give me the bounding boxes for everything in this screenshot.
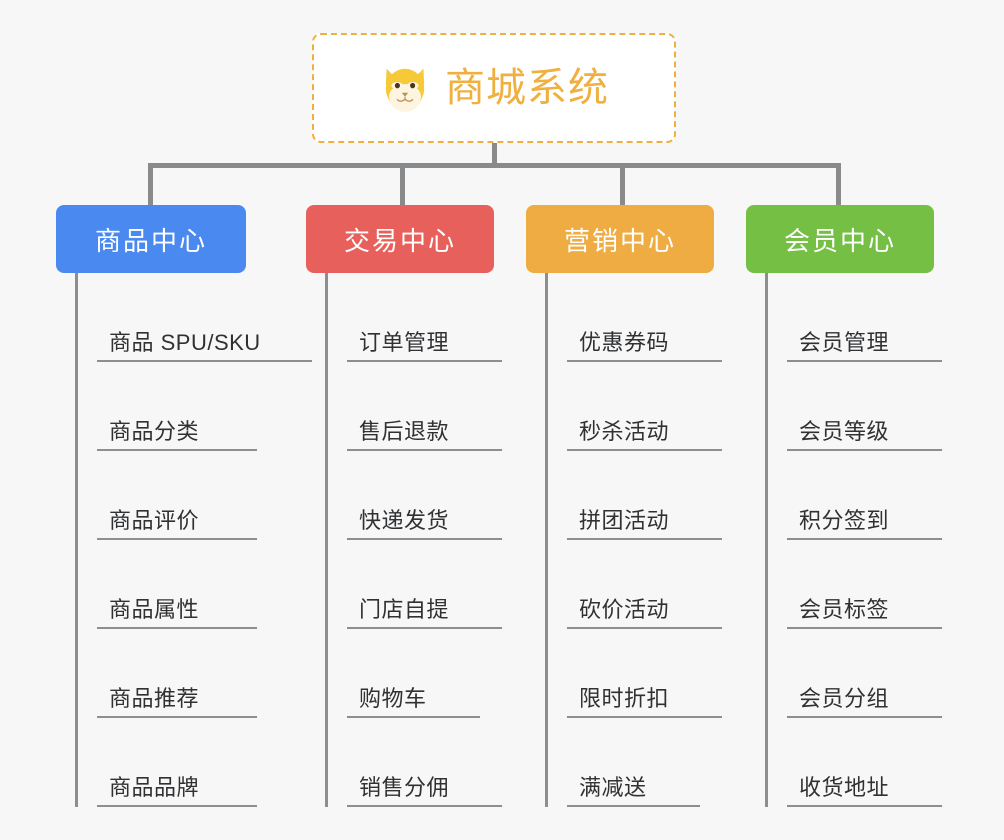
leaf-label: 会员管理	[799, 329, 890, 355]
leaf-item[interactable]: 优惠券码	[567, 273, 786, 362]
leaf-label: 商品推荐	[109, 685, 200, 711]
branch-column-1: 商品中心 商品 SPU/SKU 商品分类 商品评价 商品属性 商品推荐	[56, 205, 356, 807]
leaf-item[interactable]: 售后退款	[347, 362, 566, 451]
leaf-underline	[787, 449, 942, 451]
leaf-item[interactable]: 拼团活动	[567, 451, 786, 540]
leaf-label: 门店自提	[359, 596, 450, 622]
leaf-underline	[97, 627, 257, 629]
leaf-label: 商品 SPU/SKU	[109, 329, 261, 355]
leaf-item[interactable]: 购物车	[347, 629, 566, 718]
connector-drop-1	[148, 163, 153, 207]
leaf-underline	[567, 716, 722, 718]
branch-column-2: 交易中心 订单管理 售后退款 快递发货 门店自提 购物车	[306, 205, 566, 807]
leaf-label: 秒杀活动	[579, 418, 670, 444]
leaf-underline	[567, 360, 722, 362]
leaf-list-4: 会员管理 会员等级 积分签到 会员标签 会员分组 收货地址	[765, 273, 1004, 807]
leaf-label: 快递发货	[359, 507, 450, 533]
category-label-2: 交易中心	[343, 225, 456, 256]
leaf-item[interactable]: 商品评价	[97, 451, 356, 540]
leaf-underline	[787, 805, 942, 807]
leaf-underline	[347, 627, 502, 629]
leaf-underline	[567, 538, 722, 540]
leaf-label: 会员等级	[799, 418, 890, 444]
category-node-2[interactable]: 交易中心	[306, 205, 494, 273]
leaf-underline	[787, 538, 942, 540]
leaf-underline	[347, 360, 502, 362]
leaf-label: 售后退款	[359, 418, 450, 444]
leaf-label: 销售分佣	[359, 774, 450, 800]
leaf-underline	[347, 538, 502, 540]
leaf-item[interactable]: 砍价活动	[567, 540, 786, 629]
leaf-label: 积分签到	[799, 507, 890, 533]
category-node-3[interactable]: 营销中心	[526, 205, 714, 273]
leaf-label: 拼团活动	[579, 507, 670, 533]
leaf-underline	[787, 716, 942, 718]
category-node-4[interactable]: 会员中心	[746, 205, 934, 273]
leaf-label: 优惠券码	[579, 329, 670, 355]
leaf-item[interactable]: 秒杀活动	[567, 362, 786, 451]
leaf-underline	[787, 627, 942, 629]
leaf-label: 限时折扣	[579, 685, 670, 711]
leaf-item[interactable]: 满减送	[567, 718, 786, 807]
leaf-item[interactable]: 商品推荐	[97, 629, 356, 718]
leaf-label: 会员标签	[799, 596, 890, 622]
leaf-underline	[567, 449, 722, 451]
leaf-item[interactable]: 会员分组	[787, 629, 1004, 718]
leaf-list-3: 优惠券码 秒杀活动 拼团活动 砍价活动 限时折扣 满减送	[545, 273, 786, 807]
leaf-item[interactable]: 订单管理	[347, 273, 566, 362]
leaf-label: 收货地址	[799, 774, 890, 800]
leaf-item[interactable]: 收货地址	[787, 718, 1004, 807]
leaf-underline	[347, 449, 502, 451]
leaf-underline	[97, 716, 257, 718]
leaf-item[interactable]: 会员管理	[787, 273, 1004, 362]
connector-root-stem	[492, 143, 497, 165]
leaf-label: 订单管理	[359, 329, 450, 355]
leaf-list-1: 商品 SPU/SKU 商品分类 商品评价 商品属性 商品推荐 商品品牌	[75, 273, 356, 807]
leaf-label: 商品品牌	[109, 774, 200, 800]
connector-drop-2	[400, 163, 405, 207]
leaf-underline	[787, 360, 942, 362]
leaf-item[interactable]: 积分签到	[787, 451, 1004, 540]
connector-drop-4	[836, 163, 841, 207]
category-label-3: 营销中心	[563, 225, 676, 256]
leaf-item[interactable]: 会员标签	[787, 540, 1004, 629]
leaf-item[interactable]: 门店自提	[347, 540, 566, 629]
leaf-label: 会员分组	[799, 685, 890, 711]
leaf-underline	[347, 805, 502, 807]
branch-column-3: 营销中心 优惠券码 秒杀活动 拼团活动 砍价活动 限时折扣	[526, 205, 786, 807]
shiba-dog-icon	[385, 68, 425, 112]
connector-horizontal-bus	[148, 163, 838, 168]
leaf-label: 满减送	[579, 774, 647, 800]
leaf-list-2: 订单管理 售后退款 快递发货 门店自提 购物车 销售分佣	[325, 273, 566, 807]
leaf-label: 商品评价	[109, 507, 200, 533]
connector-drop-3	[620, 163, 625, 207]
leaf-underline	[97, 360, 312, 362]
leaf-item[interactable]: 会员等级	[787, 362, 1004, 451]
leaf-item[interactable]: 商品品牌	[97, 718, 356, 807]
root-title: 商城系统	[445, 66, 609, 110]
leaf-item[interactable]: 限时折扣	[567, 629, 786, 718]
root-node[interactable]: 商城系统	[312, 33, 676, 143]
category-label-1: 商品中心	[94, 225, 207, 256]
leaf-item[interactable]: 快递发货	[347, 451, 566, 540]
leaf-label: 购物车	[359, 685, 427, 711]
leaf-item[interactable]: 销售分佣	[347, 718, 566, 807]
leaf-underline	[567, 805, 700, 807]
leaf-label: 商品属性	[109, 596, 200, 622]
leaf-item[interactable]: 商品 SPU/SKU	[97, 273, 356, 362]
leaf-item[interactable]: 商品属性	[97, 540, 356, 629]
category-label-4: 会员中心	[783, 225, 896, 256]
leaf-underline	[347, 716, 480, 718]
leaf-underline	[97, 538, 257, 540]
leaf-item[interactable]: 商品分类	[97, 362, 356, 451]
leaf-underline	[97, 449, 257, 451]
leaf-underline	[97, 805, 257, 807]
leaf-underline	[567, 627, 722, 629]
leaf-label: 砍价活动	[579, 596, 670, 622]
branch-column-4: 会员中心 会员管理 会员等级 积分签到 会员标签 会员分组	[746, 205, 1004, 807]
category-node-1[interactable]: 商品中心	[56, 205, 246, 273]
leaf-label: 商品分类	[109, 418, 200, 444]
